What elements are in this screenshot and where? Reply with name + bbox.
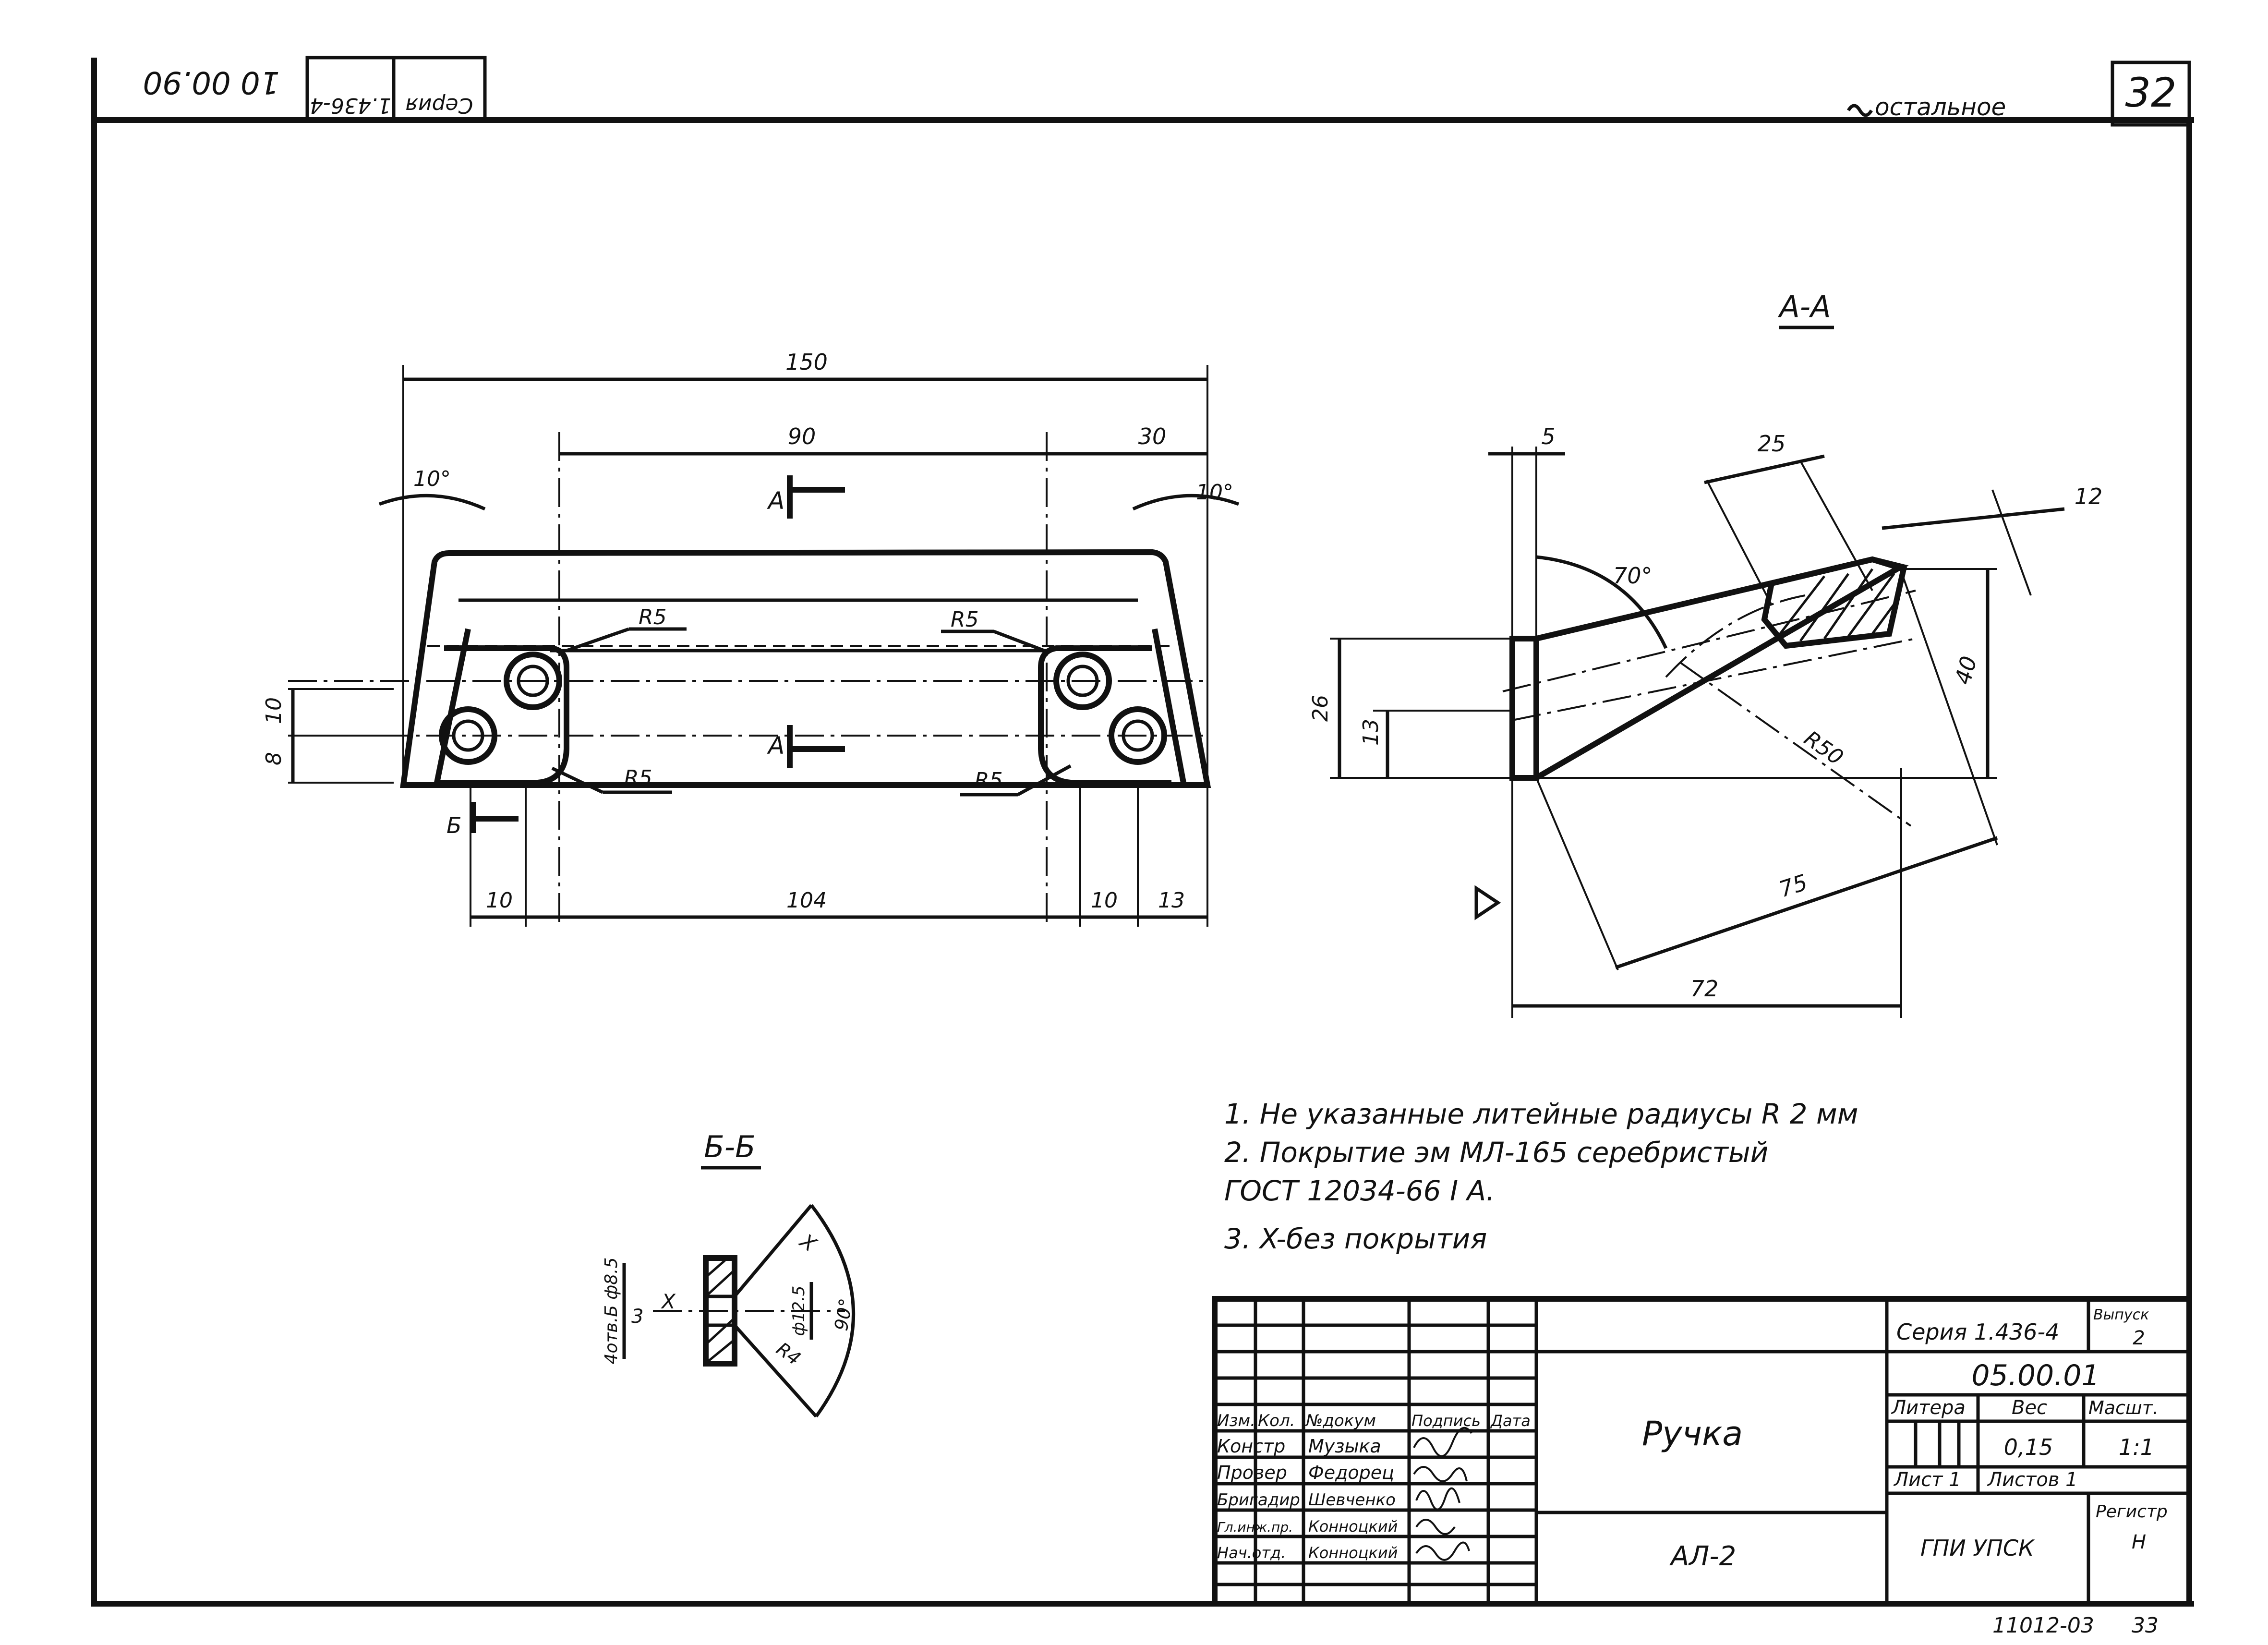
tb-org: ГПИ УПСК (1920, 1535, 2035, 1561)
page-number-box: 32 (2111, 60, 2191, 127)
tb-name-3: Шевченко (1308, 1490, 1396, 1510)
right-lug (1038, 645, 1171, 786)
tb-role-3: Бригадир (1217, 1490, 1300, 1510)
dim-aa-length-inclined: 75 (1776, 869, 1810, 902)
note-2-standard: ГОСТ 12034-66 I А. (1224, 1174, 1495, 1207)
tb-register: Н (2132, 1531, 2146, 1553)
tb-scale: 1:1 (2119, 1434, 2154, 1460)
tb-series: Серия 1.436-4 (1896, 1319, 2059, 1345)
dim-aa-tip: 12 (2075, 484, 2103, 509)
roughness-symbol (1474, 885, 1501, 920)
tb-designation: 05.00.01 (1971, 1359, 2099, 1392)
dim-radius-lower-right: R5 (975, 768, 1003, 793)
stamp-label: Серия (406, 93, 473, 118)
tb-litera-label: Литера (1891, 1397, 1966, 1419)
tb-weight: 0,15 (2004, 1434, 2053, 1460)
bb-depth: 3 (631, 1306, 643, 1328)
tb-name: Ручка (1642, 1414, 1743, 1453)
page-number: 32 (2125, 69, 2177, 116)
bottom-code: 11012-03 (1992, 1613, 2094, 1638)
tb-material: АЛ-2 (1669, 1541, 1736, 1572)
dim-radius-upper-right: R5 (951, 607, 979, 632)
main-view: 150 90 30 10° 10° А А Б R5 R5 R5 R5 (262, 349, 1240, 927)
tb-issue: 2 (2133, 1327, 2145, 1349)
section-b-marker: Б (446, 812, 462, 838)
technical-notes: 1. Не указанные литейные радиусы R 2 мм … (1224, 1098, 1858, 1255)
dim-bottom-center: 104 (786, 888, 827, 913)
tb-sheet: Лист 1 (1893, 1469, 1961, 1491)
dim-bottom-right-a: 10 (1091, 888, 1118, 913)
title-block: Изм. Кол. №докум Подпись Дата Констр Муз… (1212, 1296, 2192, 1607)
tb-name-5: Конноцкий (1308, 1544, 1398, 1562)
dim-radius-lower-left: R5 (624, 766, 652, 790)
tb-role-2: Провер (1217, 1462, 1287, 1483)
stamp-code: 10 00.90 (143, 64, 280, 100)
section-aa-profile (1534, 556, 1909, 781)
tb-issue-label: Выпуск (2093, 1306, 2149, 1323)
bb-roughness-r4: R4 (772, 1338, 805, 1369)
tb-header-kol: Кол. (1258, 1411, 1295, 1430)
tb-weight-label: Вес (2012, 1397, 2047, 1419)
tb-role-5: Нач.отд. (1217, 1544, 1286, 1562)
tb-header-izm: Изм. (1217, 1411, 1255, 1430)
dim-aa-height-half: 13 (1359, 719, 1383, 746)
tb-role-1: Констр (1217, 1436, 1285, 1457)
signatures (1413, 1427, 1472, 1561)
dim-left-angle: 10° (413, 467, 451, 491)
dim-left-height-upper: 10 (262, 697, 286, 724)
tb-name-1: Музыка (1308, 1436, 1381, 1457)
dim-aa-thickness: 5 (1541, 423, 1555, 449)
dim-right-angle: 10° (1196, 480, 1233, 505)
section-aa-title: А-А (1777, 289, 1831, 324)
dim-left-height-lower: 8 (262, 752, 286, 765)
dim-bottom-left: 10 (486, 888, 513, 913)
dim-aa-angle: 70° (1613, 563, 1653, 589)
bb-hole-label: 4отв.Б ф8.5 (602, 1258, 621, 1365)
tb-header-sign: Подпись (1411, 1412, 1481, 1430)
note-2: 2. Покрытие эм МЛ-165 серебристый (1224, 1136, 1768, 1169)
tb-scale-label: Масшт. (2088, 1397, 2159, 1418)
dim-center-span: 90 (788, 423, 816, 449)
tb-header-date: Дата (1490, 1412, 1531, 1430)
handle-outline (400, 549, 1211, 788)
tb-role-4: Гл.инж.пр. (1217, 1519, 1293, 1535)
dim-aa-height: 40 (1950, 653, 1982, 688)
section-bb-title: Б-Б (704, 1129, 755, 1164)
dim-bottom-right-b: 13 (1158, 888, 1185, 913)
note-1: 1. Не указанные литейные радиусы R 2 мм (1224, 1098, 1858, 1130)
drawing-frame (91, 58, 2194, 1607)
section-a-marker-top: А (767, 487, 784, 515)
section-a-marker-bottom: А (767, 732, 784, 760)
bb-roughness-x2: X (795, 1229, 821, 1257)
roughness-rest-text: остальное (1875, 93, 2006, 121)
stamp-series: 1.436-4 (310, 93, 391, 118)
dim-radius-upper-left: R5 (639, 605, 667, 629)
dim-overall-length: 150 (785, 349, 828, 375)
dim-aa-height-total: 26 (1308, 695, 1333, 722)
bottom-number: 33 (2132, 1613, 2159, 1638)
roughness-rest-note: остальное (1846, 93, 2006, 121)
dim-bb-hole-diameter: ф12.5 (789, 1286, 808, 1336)
top-left-stamp: 10 00.90 1.436-4 Серия (143, 56, 487, 122)
tb-register-label: Регистр (2096, 1502, 2168, 1522)
dim-aa-length-projected: 72 (1690, 976, 1719, 1002)
tb-header-doc: №докум (1305, 1411, 1376, 1430)
left-lug (434, 645, 569, 786)
tb-name-4: Конноцкий (1308, 1517, 1398, 1536)
note-3: 3. X-без покрытия (1224, 1222, 1487, 1255)
section-bb-view: Б-Б ф12.5 90° X X R4 3 (602, 1129, 857, 1418)
section-aa-view: А-А 5 70° 25 12 (1308, 289, 2102, 1018)
tb-name-2: Федорец (1308, 1462, 1394, 1483)
section-aa-hatched (1761, 556, 1907, 649)
dim-right-offset: 30 (1138, 423, 1167, 449)
tb-sheets: Листов 1 (1987, 1469, 2078, 1491)
bb-roughness-x: X (661, 1290, 676, 1313)
dim-aa-width: 25 (1758, 431, 1786, 457)
